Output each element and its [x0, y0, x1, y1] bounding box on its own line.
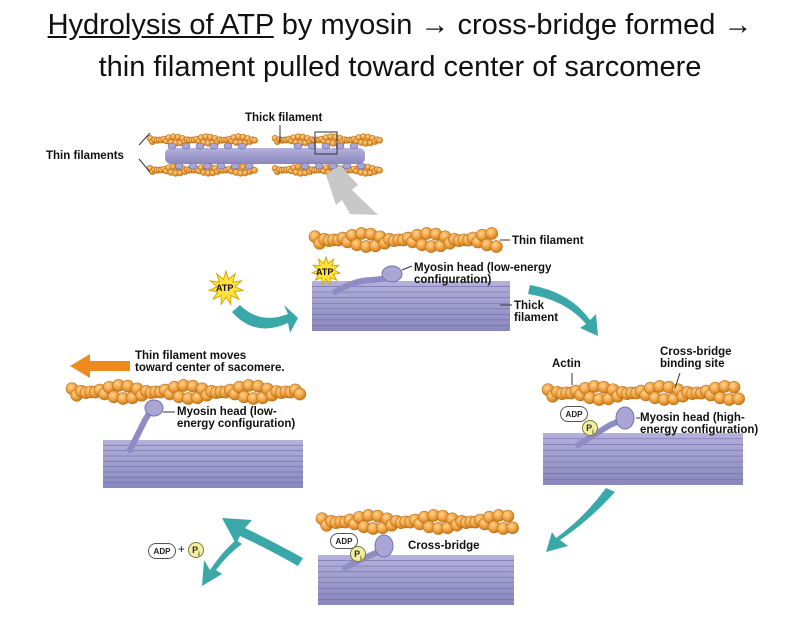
step-3-cross-bridge-head: [374, 534, 394, 558]
overview-myosin-head: [335, 142, 345, 150]
step-2-myosin-head-label-1: Myosin head (high-: [640, 412, 745, 424]
cycle-arrow-2-to-3: [546, 488, 615, 552]
step-3-cross-bridge-label: Cross-bridge: [408, 540, 480, 552]
step-1-panel: [308, 227, 512, 331]
step-3-adp-tag: ADP: [330, 533, 358, 549]
release-arrow: [202, 540, 242, 586]
overview-myosin-head: [300, 162, 310, 170]
overview-thick-filament-label: Thick filament: [245, 112, 323, 124]
actin-bead: [732, 392, 745, 406]
actin-bead: [376, 167, 383, 174]
overview-sarcomere: [138, 125, 383, 177]
actin-bead: [251, 137, 258, 144]
step-2-actin-label: Actin: [552, 358, 581, 370]
step-2-adp-tag: ADP: [560, 406, 588, 422]
overview-myosin-heads: [167, 142, 366, 170]
overview-myosin-head: [202, 162, 212, 170]
step-1-myosin-head: [381, 265, 403, 283]
actin-bead: [376, 137, 383, 144]
atp-label-free: ATP: [216, 283, 234, 293]
step-4-myosin-head-label-2: energy configuration): [177, 418, 296, 430]
overview-bracket-top: [138, 132, 151, 146]
overview-zoom-box: [314, 131, 338, 155]
actin-bead: [485, 227, 499, 240]
overview-myosin-head: [244, 162, 254, 170]
step-3-phosphate-icon: Pi: [350, 546, 366, 562]
step-1-thin-filament: [308, 227, 503, 253]
overview-myosin-head: [230, 162, 240, 170]
actin-bead: [506, 521, 519, 535]
step-4-thick-filament: [103, 440, 303, 488]
overview-myosin-head: [293, 142, 303, 150]
step-1-myosin-head-label-1: Myosin head (low-energy: [414, 262, 552, 274]
overview-thin-filaments: [146, 133, 383, 177]
released-phosphate-icon: Pi: [188, 542, 204, 558]
step-3-panel: [315, 509, 519, 605]
actin-bead: [293, 387, 307, 401]
step-2-binding-site-leader: [674, 372, 681, 389]
overview-myosin-head: [321, 142, 331, 150]
actin-bead: [501, 509, 515, 523]
released-adp-tag: ADP: [148, 543, 176, 559]
zoom-arrow: [326, 165, 378, 215]
overview-myosin-head: [209, 142, 219, 150]
atp-label-bound: ATP: [316, 267, 334, 277]
overview-myosin-head: [314, 162, 324, 170]
step-2-binding-site-label-1: Cross-bridge: [660, 346, 732, 358]
step-4-thin-filament: [65, 379, 307, 405]
actin-bead: [490, 240, 503, 253]
step-2-binding-site-label-2: binding site: [660, 358, 725, 370]
step-1-myosin-head-label-2: configuration): [414, 274, 492, 286]
step-1-thin-filament-label: Thin filament: [512, 235, 584, 247]
slide-title-line-2: thin filament pulled toward center of sa…: [98, 51, 702, 83]
cycle-arrow-3-to-4: [222, 518, 303, 566]
actin-bead: [251, 167, 258, 174]
released-plus-sign: +: [178, 544, 185, 556]
atp-burst-icon: [310, 255, 342, 286]
overview-myosin-head: [195, 142, 205, 150]
overview-myosin-head: [356, 162, 366, 170]
overview-thin-filaments-label: Thin filaments: [46, 150, 124, 162]
overview-myosin-head: [328, 162, 338, 170]
actin-bead: [727, 380, 741, 394]
step-1-thick-label-1: Thick: [514, 300, 545, 312]
step-2-myosin-head-label-2: energy configuration): [640, 424, 759, 436]
overview-myosin-head: [349, 142, 359, 150]
step-1-thick-label-2: filament: [514, 312, 559, 324]
step-4-myosin-head: [144, 399, 164, 417]
atp-binding-arrow: [232, 305, 298, 333]
overview-myosin-head: [167, 142, 177, 150]
overview-thick-filament: [165, 148, 365, 164]
step-1-myosin-leader: [401, 265, 413, 271]
cycle-arrow-1-to-2: [528, 285, 598, 336]
overview-myosin-head: [188, 162, 198, 170]
title-line-1-rest: by myosin → cross-bridge formed →: [273, 9, 753, 41]
step-2-thick-filament: [543, 433, 743, 485]
slide-title-line-1: Hydrolysis of ATP by myosin → cross-brid…: [0, 8, 800, 42]
step-2-panel: [541, 372, 745, 485]
step-4-movement-label-2: toward center of sacomere.: [135, 362, 285, 374]
overview-myosin-head: [181, 142, 191, 150]
overview-myosin-head: [216, 162, 226, 170]
step-1-myosin-neck: [332, 275, 393, 295]
step-4-myosin-head-label-1: Myosin head (low-: [177, 406, 277, 418]
step-3-thick-filament: [318, 555, 514, 605]
step-2-myosin-head: [615, 406, 635, 430]
overview-myosin-head: [307, 142, 317, 150]
overview-myosin-head: [237, 142, 247, 150]
step-4-movement-label-1: Thin filament moves: [135, 350, 247, 362]
title-underlined-phrase: Hydrolysis of ATP: [47, 9, 274, 41]
overview-myosin-head: [342, 162, 352, 170]
movement-arrow: [70, 354, 130, 378]
overview-bracket-bottom: [138, 158, 151, 173]
step-2-thin-filament: [541, 380, 745, 406]
overview-myosin-head: [174, 162, 184, 170]
step-2-phosphate-icon: Pi: [582, 420, 598, 436]
overview-myosin-head: [223, 142, 233, 150]
atp-burst-icon: [207, 269, 245, 306]
step-4-panel: [65, 379, 307, 488]
step-3-thin-filament: [315, 509, 519, 535]
